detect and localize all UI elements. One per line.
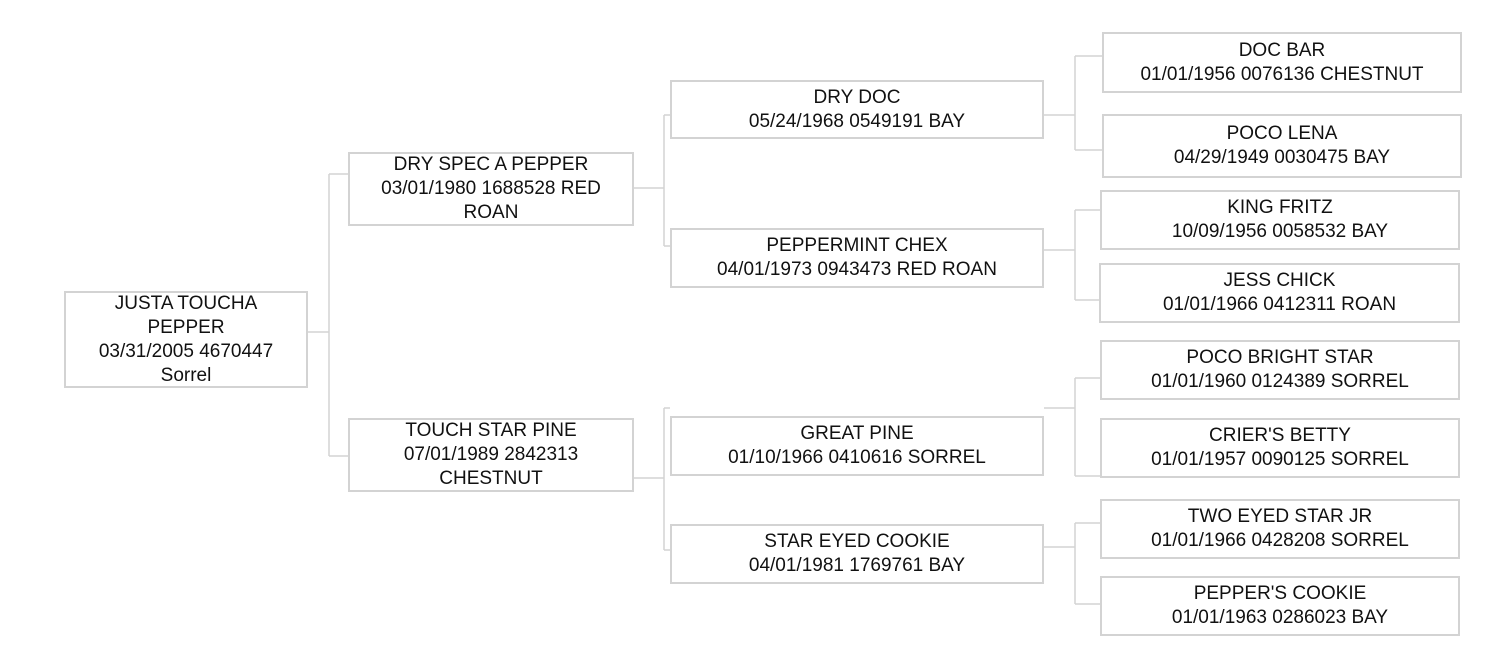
connector-sire-dam	[1044, 209, 1100, 301]
horse-details: 10/09/1956 0058532 BAY	[1171, 221, 1389, 242]
horse-details: 01/01/1966 0428208 SORREL	[1151, 530, 1409, 551]
horse-name: POCO BRIGHT STAR	[1186, 347, 1374, 368]
horse-details: 04/29/1949 0030475 BAY	[1173, 147, 1391, 168]
horse-details: 03/31/2005 4670447 Sorrel	[98, 340, 274, 386]
horse-name: TWO EYED STAR JR	[1187, 506, 1373, 527]
horse-box-sire-dam: PEPPERMINT CHEX 04/01/1973 0943473 RED R…	[670, 228, 1044, 288]
horse-details: 01/01/1966 0412311 ROAN	[1162, 294, 1397, 315]
horse-name: KING FRITZ	[1227, 197, 1333, 218]
horse-details: 04/01/1981 1769761 BAY	[748, 555, 966, 576]
horse-name: JUSTA TOUCHA PEPPER	[114, 292, 258, 338]
horse-box-sire-dam-dam: JESS CHICK 01/01/1966 0412311 ROAN	[1099, 263, 1460, 323]
horse-details: 04/01/1973 0943473 RED ROAN	[717, 259, 997, 280]
connector-subject	[308, 173, 348, 457]
horse-box-dam-dam-dam: PEPPER'S COOKIE 01/01/1963 0286023 BAY	[1100, 576, 1460, 636]
horse-box-dam-sire-dam: CRIER'S BETTY 01/01/1957 0090125 SORREL	[1100, 418, 1460, 478]
horse-details: 01/01/1957 0090125 SORREL	[1151, 449, 1409, 470]
horse-box-sire-sire-sire: DOC BAR 01/01/1956 0076136 CHESTNUT	[1102, 32, 1462, 93]
horse-details: 05/24/1968 0549191 BAY	[748, 110, 966, 132]
horse-box-dam-sire: GREAT PINE 01/10/1966 0410616 SORREL	[670, 416, 1044, 476]
horse-name: DOC BAR	[1238, 39, 1326, 61]
connector-dam-dam	[1044, 522, 1100, 605]
connector-sire	[634, 114, 670, 247]
horse-box-dam: TOUCH STAR PINE 07/01/1989 2842313 CHEST…	[348, 418, 634, 492]
horse-name: DRY DOC	[813, 86, 901, 108]
horse-name: PEPPERMINT CHEX	[766, 235, 948, 256]
horse-name: GREAT PINE	[800, 423, 914, 444]
connector-dam	[634, 407, 670, 551]
horse-details: 07/01/1989 2842313 CHESTNUT	[403, 444, 579, 489]
connector-sire-sire	[1044, 55, 1102, 151]
horse-box-dam-dam-sire: TWO EYED STAR JR 01/01/1966 0428208 SORR…	[1100, 499, 1460, 559]
horse-name: TOUCH STAR PINE	[405, 420, 577, 441]
horse-name: DRY SPEC A PEPPER	[393, 154, 589, 175]
horse-box-sire: DRY SPEC A PEPPER 03/01/1980 1688528 RED…	[348, 152, 634, 226]
horse-box-sire-sire: DRY DOC 05/24/1968 0549191 BAY	[670, 80, 1044, 139]
horse-details: 01/01/1963 0286023 BAY	[1171, 607, 1389, 628]
horse-name: STAR EYED COOKIE	[764, 531, 950, 552]
horse-name: CRIER'S BETTY	[1209, 425, 1351, 446]
horse-box-dam-dam: STAR EYED COOKIE 04/01/1981 1769761 BAY	[670, 524, 1044, 584]
horse-details: 03/01/1980 1688528 RED ROAN	[381, 178, 601, 223]
horse-box-sire-dam-sire: KING FRITZ 10/09/1956 0058532 BAY	[1100, 190, 1460, 250]
horse-name: POCO LENA	[1226, 123, 1338, 144]
horse-details: 01/01/1956 0076136 CHESTNUT	[1140, 63, 1424, 85]
horse-box-subject: JUSTA TOUCHA PEPPER 03/31/2005 4670447 S…	[64, 291, 308, 388]
horse-box-dam-sire-sire: POCO BRIGHT STAR 01/01/1960 0124389 SORR…	[1100, 340, 1460, 400]
horse-details: 01/01/1960 0124389 SORREL	[1151, 371, 1409, 392]
horse-name: PEPPER'S COOKIE	[1193, 583, 1367, 604]
connector-dam-sire	[1044, 377, 1100, 477]
horse-box-sire-sire-dam: POCO LENA 04/29/1949 0030475 BAY	[1102, 114, 1462, 178]
horse-details: 01/10/1966 0410616 SORREL	[728, 447, 986, 468]
horse-name: JESS CHICK	[1223, 270, 1336, 291]
